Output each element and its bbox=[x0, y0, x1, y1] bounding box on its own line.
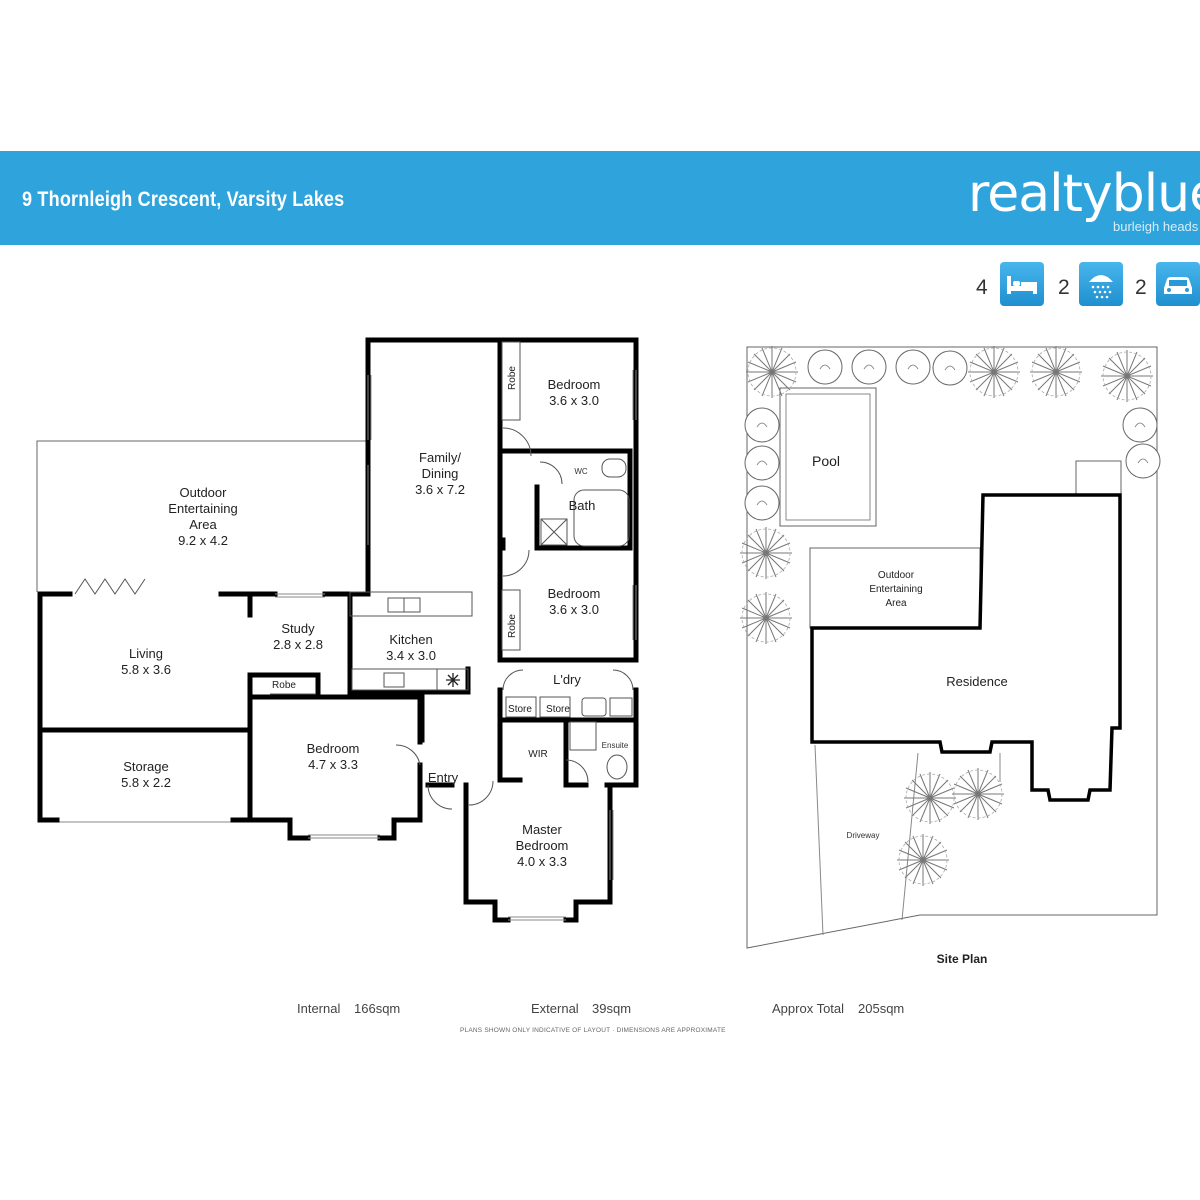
pool-label: Pool bbox=[812, 453, 840, 469]
car-count: 2 bbox=[1135, 276, 1147, 299]
bath-label: Bath bbox=[569, 498, 596, 513]
internal-value: 166sqm bbox=[354, 1001, 401, 1016]
kitchen-label: Kitchen bbox=[389, 632, 432, 647]
external-value: 39sqm bbox=[592, 1001, 632, 1016]
study-size: 2.8 x 2.8 bbox=[273, 637, 323, 652]
bedroom-low-label: Bedroom bbox=[307, 741, 360, 756]
master-label: Master bbox=[522, 822, 562, 837]
bedroom-mid-size: 3.6 x 3.0 bbox=[549, 602, 599, 617]
site-plan-title: Site Plan bbox=[937, 952, 988, 966]
site-outdoor-label-3: Area bbox=[885, 598, 907, 609]
bath-count: 2 bbox=[1058, 276, 1070, 299]
external-label: External bbox=[531, 1001, 579, 1016]
outdoor-label-3: Area bbox=[189, 517, 217, 532]
store-label-1: Store bbox=[508, 704, 532, 715]
ensuite-label: Ensuite bbox=[602, 741, 629, 750]
header-bar bbox=[0, 151, 1200, 245]
outdoor-label: Outdoor bbox=[180, 485, 228, 500]
residence-label: Residence bbox=[946, 674, 1007, 689]
wir-label: WIR bbox=[528, 749, 547, 760]
family-label: Family/ bbox=[419, 450, 461, 465]
internal-label: Internal bbox=[297, 1001, 341, 1016]
car-icon bbox=[1156, 262, 1200, 306]
study-label: Study bbox=[281, 621, 315, 636]
kitchen-size: 3.4 x 3.0 bbox=[386, 648, 436, 663]
family-size: 3.6 x 7.2 bbox=[415, 482, 465, 497]
storage-size: 5.8 x 2.2 bbox=[121, 775, 171, 790]
living-label: Living bbox=[129, 646, 163, 661]
brand-logo: realtyblue bbox=[968, 164, 1200, 224]
outdoor-size: 9.2 x 4.2 bbox=[178, 533, 228, 548]
storage-label: Storage bbox=[123, 759, 169, 774]
floor-plan: Outdoor Entertaining Area 9.2 x 4.2 Fami… bbox=[36, 337, 639, 923]
bedroom-top-size: 3.6 x 3.0 bbox=[549, 393, 599, 408]
bedroom-mid-label: Bedroom bbox=[548, 586, 601, 601]
entry-label: Entry bbox=[428, 770, 459, 785]
master-size: 4.0 x 3.3 bbox=[517, 854, 567, 869]
bedroom-top-label: Bedroom bbox=[548, 377, 601, 392]
total-label: Approx Total bbox=[772, 1001, 845, 1016]
site-plan: Pool Outdoor Entertaining Area Residence… bbox=[739, 345, 1161, 966]
bed-icon bbox=[1000, 262, 1044, 306]
shower-icon bbox=[1079, 262, 1123, 306]
wc-label: WC bbox=[574, 467, 588, 476]
driveway-label: Driveway bbox=[847, 831, 880, 840]
bedroom-low-size: 4.7 x 3.3 bbox=[308, 757, 358, 772]
disclaimer: PLANS SHOWN ONLY INDICATIVE OF LAYOUT · … bbox=[460, 1027, 726, 1034]
robe-bed-label: Robe bbox=[272, 680, 296, 691]
brand-tagline: burleigh heads bbox=[1113, 219, 1199, 234]
robe-top-label: Robe bbox=[507, 366, 518, 390]
living-size: 5.8 x 3.6 bbox=[121, 662, 171, 677]
robe-mid-label: Robe bbox=[507, 614, 518, 638]
property-address: 9 Thornleigh Crescent, Varsity Lakes bbox=[22, 188, 345, 211]
site-outdoor-label: Outdoor bbox=[878, 570, 915, 581]
laundry-label: L'dry bbox=[553, 672, 581, 687]
total-value: 205sqm bbox=[858, 1001, 905, 1016]
site-outdoor-label-2: Entertaining bbox=[869, 584, 922, 595]
master-label-2: Bedroom bbox=[516, 838, 569, 853]
store-label-2: Store bbox=[546, 704, 570, 715]
family-label-2: Dining bbox=[422, 466, 459, 481]
bed-count: 4 bbox=[976, 276, 988, 299]
outdoor-label-2: Entertaining bbox=[168, 501, 237, 516]
